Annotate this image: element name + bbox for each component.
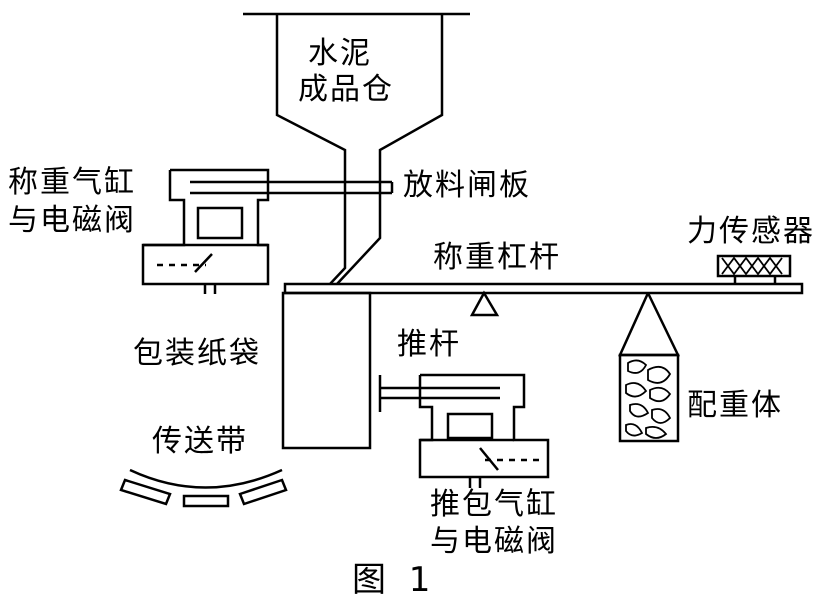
label-push-rod: 推杆 bbox=[397, 327, 461, 362]
label-lever: 称重杠杆 bbox=[433, 240, 561, 275]
push-rod bbox=[378, 375, 500, 412]
discharge-gate-plate bbox=[190, 180, 394, 195]
push-cylinder bbox=[418, 373, 550, 488]
weighing-cylinder bbox=[141, 168, 270, 294]
weighing-lever bbox=[283, 282, 804, 317]
label-weigh-cylinder-line1: 称重气缸 bbox=[8, 165, 136, 200]
label-silo-line2: 成品仓 bbox=[298, 72, 394, 107]
label-conveyor: 传送带 bbox=[152, 424, 248, 459]
cement-silo bbox=[243, 12, 470, 285]
packaging-bag bbox=[281, 291, 372, 450]
label-force-sensor: 力传感器 bbox=[687, 214, 815, 249]
label-push-cylinder-line1: 推包气缸 bbox=[430, 487, 558, 522]
label-gate: 放料闸板 bbox=[403, 168, 531, 203]
figure-caption: 图 1 bbox=[352, 560, 437, 600]
counterweight bbox=[618, 292, 680, 443]
label-counterweight: 配重体 bbox=[687, 388, 783, 423]
label-weigh-cylinder-line2: 与电磁阀 bbox=[8, 203, 136, 238]
label-push-cylinder-line2: 与电磁阀 bbox=[430, 524, 558, 559]
conveyor-belt bbox=[119, 468, 288, 508]
label-silo-line1: 水泥 bbox=[308, 36, 372, 71]
label-bag: 包装纸袋 bbox=[133, 336, 261, 371]
force-sensor bbox=[716, 254, 792, 284]
